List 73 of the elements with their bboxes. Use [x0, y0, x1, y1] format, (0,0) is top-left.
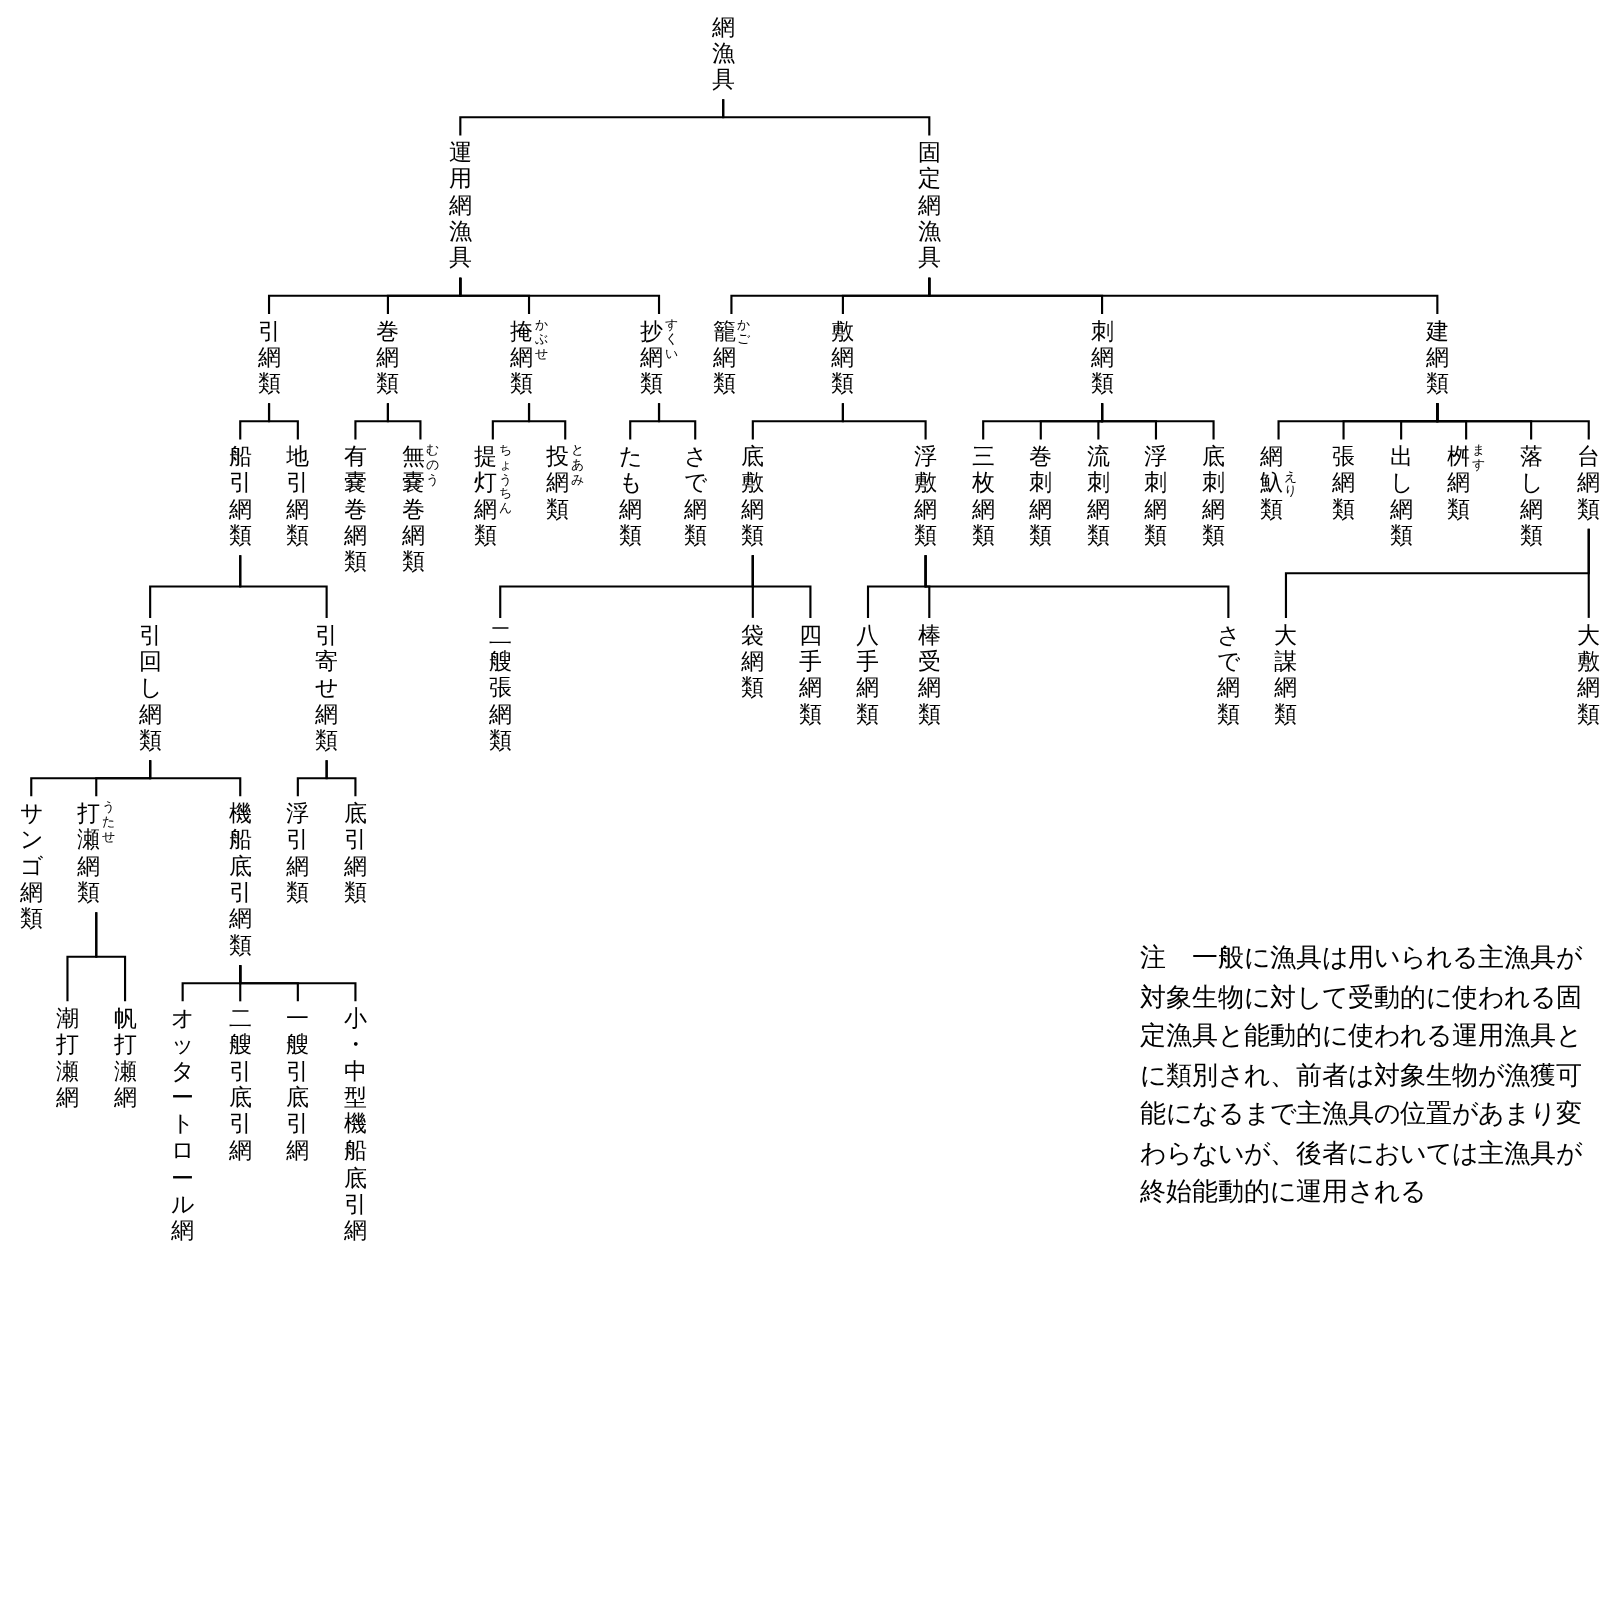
- node-text: 巻刺網類: [1029, 444, 1053, 551]
- node-text: 打瀬網類: [77, 801, 101, 908]
- connector: [239, 555, 328, 618]
- node-text: 抄網類: [640, 318, 664, 399]
- node-text: 桝網類: [1447, 444, 1471, 524]
- node-text: 引寄せ網類: [315, 622, 339, 756]
- connector: [386, 403, 422, 440]
- connector: [267, 403, 299, 440]
- connector: [149, 760, 242, 797]
- connector: [459, 277, 661, 314]
- node-text: 大敷網類: [1577, 622, 1601, 729]
- node-text: 潮打瀬網: [55, 1006, 79, 1113]
- node-text: 張網類: [1332, 444, 1356, 524]
- connector: [924, 555, 1230, 618]
- node-text: 建網類: [1425, 318, 1449, 399]
- note-text: 注 一般に漁具は用いられる主漁具が対象生物に対して受動的に使われる固定漁具と能動的に使われる運用漁具とに類別され、前者は対象生物が漁獲可能になるまで主漁具の位置があまり変わらないが、後者においては主漁具が終始能動的に運用される: [1140, 942, 1584, 1212]
- connector: [841, 403, 927, 440]
- node-text: 無嚢巻網類: [401, 444, 425, 577]
- connector: [527, 403, 567, 440]
- node-text: さで網類: [683, 444, 707, 551]
- connector: [1284, 528, 1590, 618]
- node-text: 浮刺網類: [1144, 444, 1168, 551]
- connector: [1587, 528, 1590, 618]
- node-text: 落し網類: [1519, 444, 1543, 551]
- node-text: 地引網類: [286, 444, 310, 551]
- connector: [95, 912, 127, 1002]
- connector: [928, 277, 1439, 314]
- node-text: 船引網類: [228, 444, 252, 551]
- node-text: 引網類: [257, 318, 281, 399]
- node-text: 機船底引網類: [228, 801, 252, 961]
- node-text: オッタートロール網: [171, 1006, 195, 1245]
- node-text: 網漁具: [711, 14, 735, 95]
- node-text: 網魞類: [1259, 444, 1283, 524]
- node-text: 底引網類: [343, 801, 367, 908]
- node-text: 出し網類: [1389, 444, 1413, 551]
- node-text: サンゴ網類: [19, 801, 43, 934]
- node-text: たも網類: [618, 444, 642, 551]
- node-text: 巻網類: [376, 318, 400, 399]
- node-text: 有嚢巻網類: [343, 444, 367, 577]
- node-text: さで網類: [1216, 622, 1240, 729]
- node-text: 台網類: [1577, 444, 1601, 524]
- node-text: 三枚網類: [971, 444, 995, 551]
- node-text: 浮敷網類: [914, 444, 938, 551]
- node-text: 二艘引底引網: [228, 1006, 252, 1166]
- node-text: 籠網類: [712, 318, 736, 399]
- node-text: 引回し網類: [138, 622, 162, 756]
- node-text: 小・中型機船底引網: [343, 1006, 367, 1245]
- node-text: 敷網類: [831, 318, 855, 399]
- connector: [657, 403, 697, 440]
- node-text: 投網類: [546, 444, 570, 524]
- node-text: 流刺網類: [1086, 444, 1110, 551]
- node-text: 運用網漁具: [448, 140, 472, 273]
- node-text: 提灯網類: [473, 444, 497, 551]
- node-text: 八手網類: [856, 622, 880, 729]
- node-text: 掩網類: [510, 318, 534, 399]
- node-text: 帆打瀬網: [113, 1006, 137, 1113]
- connector: [1436, 403, 1590, 440]
- node-text: 浮引網類: [286, 801, 310, 908]
- node-text: 四手網類: [798, 622, 822, 729]
- connector: [325, 760, 357, 797]
- node-text: 底敷網類: [741, 444, 765, 551]
- node-text: 固定網漁具: [917, 140, 941, 273]
- connector: [1101, 403, 1215, 440]
- node-text: 二艘張網類: [488, 622, 512, 756]
- connector: [239, 965, 357, 1002]
- node-text: 大謀網類: [1274, 622, 1298, 729]
- node-text: 袋網類: [741, 622, 765, 703]
- node-text: 底刺網類: [1202, 444, 1226, 551]
- connector: [722, 99, 931, 136]
- node-text: 一艘引底引網: [286, 1006, 310, 1166]
- connector: [751, 555, 812, 618]
- node-text: 棒受網類: [917, 622, 941, 729]
- node-text: 刺網類: [1090, 318, 1114, 399]
